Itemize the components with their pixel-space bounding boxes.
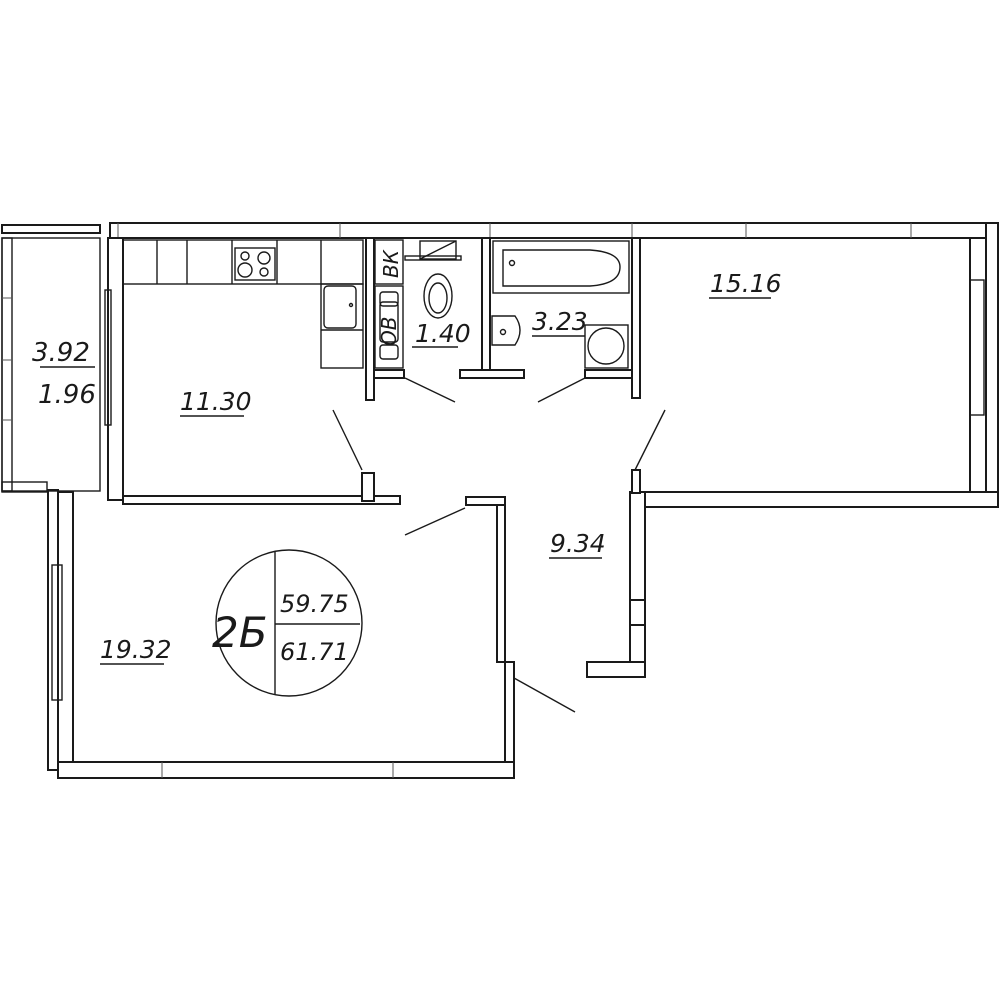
sink-icon — [323, 285, 357, 329]
water-meter-box — [374, 239, 404, 285]
washing-machine-icon — [584, 324, 629, 369]
washbasin-icon — [491, 315, 521, 346]
bathroom-area: 3.23 — [532, 307, 588, 336]
doors — [332, 377, 666, 713]
stove-icon — [234, 247, 276, 281]
apartment-badge — [215, 549, 363, 697]
boiler-label: ОВ — [377, 317, 401, 346]
windows — [51, 279, 985, 701]
living-area: 59.75 — [280, 590, 349, 618]
water-meter-label: ВК — [379, 249, 403, 278]
kitchen-counter — [122, 239, 364, 369]
total-area: 61.71 — [280, 638, 349, 666]
balcony-area: 3.92 — [32, 338, 90, 368]
bedroom-area: 15.16 — [710, 269, 782, 298]
bathtub-icon — [492, 240, 630, 294]
balcony — [1, 224, 112, 493]
toilet-icon — [404, 240, 462, 319]
boiler-box — [374, 285, 404, 369]
kitchen-area: 11.30 — [180, 387, 252, 416]
apartment-type: 2Б — [212, 608, 268, 657]
balcony-reduced-area: 1.96 — [38, 380, 96, 410]
living-room-area: 19.32 — [100, 635, 172, 664]
hallway-area: 9.34 — [550, 529, 606, 558]
walls — [47, 222, 999, 779]
wc-area: 1.40 — [415, 319, 471, 348]
